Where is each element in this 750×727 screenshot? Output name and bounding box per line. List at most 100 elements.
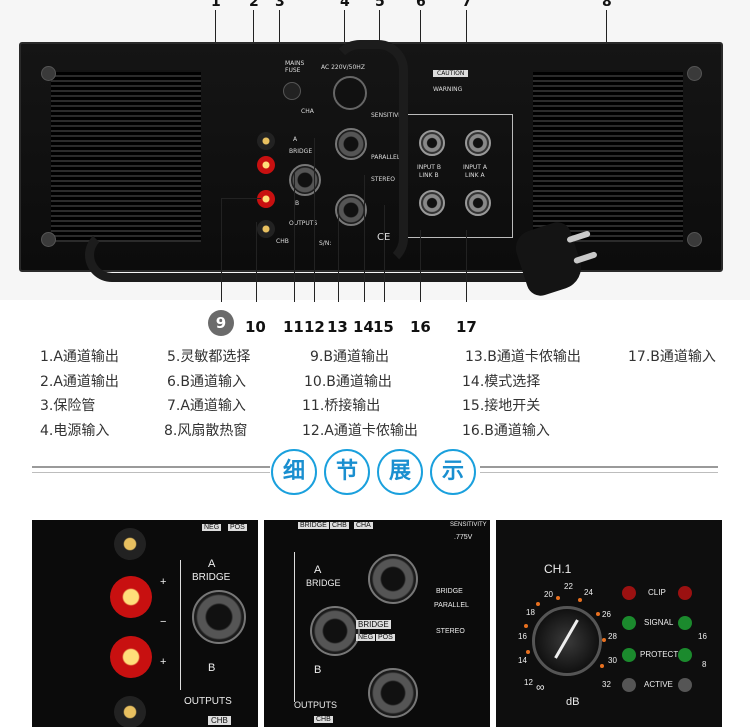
protect-led-ch2 — [678, 648, 692, 662]
leader-line — [279, 10, 280, 60]
scale-30: 30 — [608, 656, 617, 665]
bridge-box: BRIDGE — [356, 620, 391, 629]
callout-14: 14 — [353, 318, 374, 336]
detail-title-char: 细 — [271, 449, 317, 495]
speakon-output-bridge — [335, 128, 367, 160]
legend-item-5: 5.灵敏都选择 — [167, 349, 251, 365]
signal-led-ch2 — [678, 616, 692, 630]
bridge-label: BRIDGE — [436, 588, 463, 595]
link-a-label: LINK A — [465, 172, 485, 179]
outputs-label: OUTPUTS — [294, 700, 338, 710]
scale-18: 18 — [526, 608, 535, 617]
speakon-output-a — [310, 606, 360, 656]
bridge-label: BRIDGE — [289, 148, 313, 155]
screw — [41, 66, 56, 81]
callout-13: 13 — [327, 318, 348, 336]
bridge-label: BRIDGE — [306, 578, 341, 588]
callout-9: 9 — [208, 310, 234, 336]
legend-item-1: 1.A通道输出 — [40, 349, 119, 365]
terminal-post-red — [257, 190, 275, 208]
scale-22: 22 — [564, 582, 573, 591]
detail-title-char: 展 — [377, 449, 423, 495]
power-inlet — [333, 76, 367, 110]
callout-12: 12 — [304, 318, 325, 336]
fuse-holder — [283, 82, 301, 100]
scale-dot — [602, 638, 606, 642]
border-line — [294, 552, 295, 702]
warning-label: WARNING — [433, 86, 463, 93]
scale-dot — [556, 596, 560, 600]
leader-line — [364, 175, 365, 302]
closeup-front-controls: CH.1 20 22 24 18 26 16 28 14 30 12 32 ∞ … — [496, 520, 722, 727]
infinity-label: ∞ — [536, 680, 545, 694]
power-cable — [414, 520, 490, 614]
mains-fuse-label: MAINS FUSE — [285, 60, 305, 74]
a-label: A — [314, 564, 322, 576]
legend-item-2: 2.A通道输出 — [40, 374, 119, 390]
b-label: B — [314, 664, 322, 676]
chb-label: CHB — [208, 716, 231, 725]
scale-dot — [600, 664, 604, 668]
ch1-label: CH.1 — [544, 562, 572, 576]
scale-12: 12 — [524, 678, 533, 687]
xlr-input-a — [465, 130, 491, 156]
scale-24: 24 — [584, 588, 593, 597]
plus-sign: + — [160, 576, 167, 588]
callout-10: 10 — [245, 318, 266, 336]
xlr-link-a — [465, 190, 491, 216]
chb-label: CHB — [276, 238, 289, 245]
leader-line — [221, 198, 222, 302]
screw — [41, 232, 56, 247]
scale-16: 16 — [518, 632, 527, 641]
pos-label: POS — [228, 524, 247, 531]
knob-indicator — [554, 619, 579, 659]
callout-1: 1 — [211, 0, 221, 10]
pos-label: POS — [376, 634, 395, 641]
legend-item-8: 8.风扇散热窗 — [164, 423, 248, 439]
scale-dot — [596, 612, 600, 616]
neg-label: NEG — [356, 634, 376, 641]
vent-right — [533, 72, 683, 242]
xlr-input-b — [419, 130, 445, 156]
legend-item-15: 15.接地开关 — [462, 398, 541, 414]
vent-left — [51, 72, 201, 242]
scale-26: 26 — [602, 610, 611, 619]
legend-item-9: 9.B通道输出 — [310, 349, 389, 365]
legend-item-17: 17.B通道输入 — [628, 349, 716, 365]
callout-2: 2 — [249, 0, 259, 10]
plus-sign: + — [160, 656, 167, 668]
bridge-label: BRIDGE — [192, 572, 231, 583]
active-led — [622, 678, 636, 692]
scale-dot — [536, 602, 540, 606]
callout-16: 16 — [410, 318, 431, 336]
terminal-post-black — [114, 528, 146, 560]
leader-line — [466, 230, 467, 302]
scale-dot — [524, 624, 528, 628]
speakon-output — [192, 590, 246, 644]
callout-7: 7 — [462, 0, 472, 10]
gain-knob[interactable] — [532, 606, 602, 676]
leader-line — [256, 222, 257, 302]
border-line — [180, 560, 181, 690]
input-b-label: INPUT B — [417, 164, 441, 171]
callout-4: 4 — [340, 0, 350, 10]
voltage-label: .775V — [454, 534, 473, 541]
cha-label: CHA — [301, 108, 314, 115]
clip-label: CLIP — [648, 588, 666, 597]
parallel-label: PARALLEL — [371, 154, 401, 161]
legend-item-3: 3.保险管 — [40, 398, 96, 414]
input-a-label: INPUT A — [463, 164, 487, 171]
signal-label: SIGNAL — [644, 618, 674, 627]
divider-left — [32, 472, 270, 473]
db-label: dB — [566, 696, 580, 708]
legend-item-16: 16.B通道输入 — [462, 423, 550, 439]
scale-right-16: 16 — [698, 632, 707, 641]
scale-right-8: 8 — [702, 660, 707, 669]
callout-17: 17 — [456, 318, 477, 336]
closeup-speakon-connectors: BRIDGE CHB CHA SENSITIVITY .775V A BRIDG… — [264, 520, 490, 727]
terminal-post-red — [257, 156, 275, 174]
leader-line — [420, 230, 421, 302]
divider-right — [480, 472, 718, 473]
b-label: B — [295, 200, 300, 207]
legend-item-12: 12.A通道卡侬输出 — [302, 423, 418, 439]
